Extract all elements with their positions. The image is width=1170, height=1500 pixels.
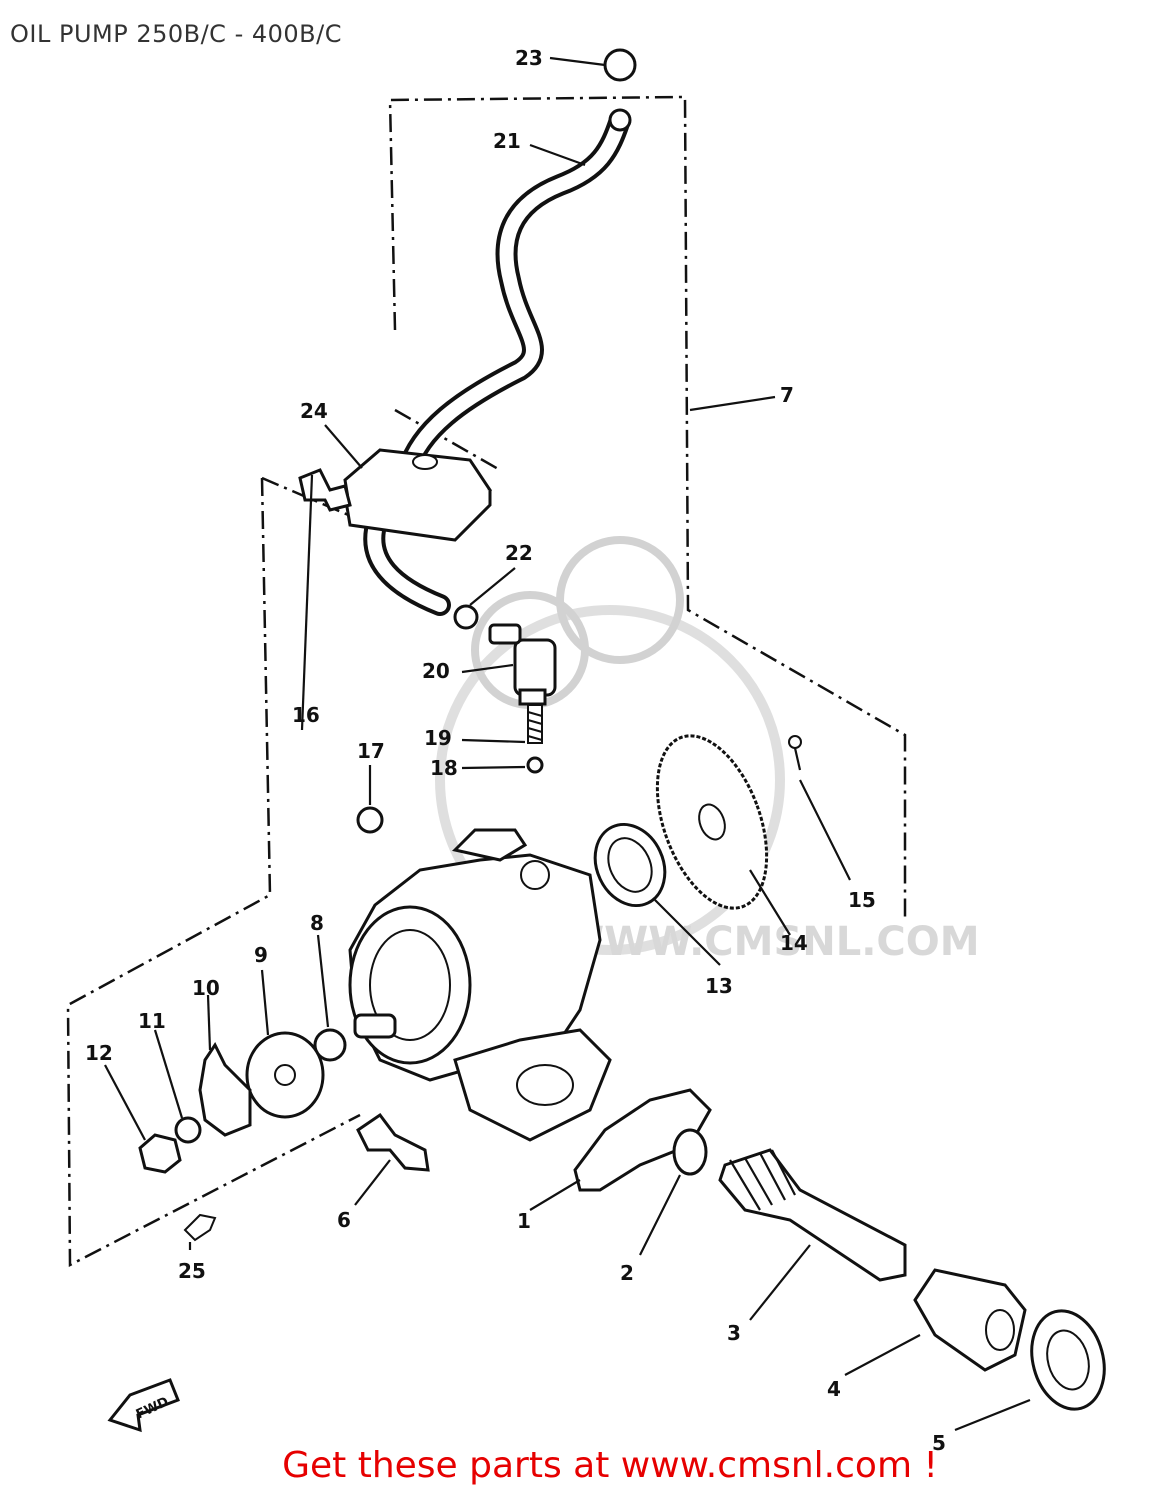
part-14-gear bbox=[655, 734, 769, 910]
callout-19: 19 bbox=[424, 726, 452, 750]
oil-pipe bbox=[363, 109, 631, 616]
callout-3: 3 bbox=[727, 1321, 741, 1345]
callout-5: 5 bbox=[932, 1431, 946, 1455]
callout-1: 1 bbox=[517, 1209, 531, 1233]
part-17-washer bbox=[356, 806, 384, 834]
watermark-text: WWW.CMSNL.COM bbox=[560, 919, 980, 965]
assembly-outline-mid bbox=[261, 476, 361, 522]
leader-lines bbox=[104, 56, 1031, 1432]
callout-20: 20 bbox=[422, 659, 450, 683]
part-13-oil-seal bbox=[593, 822, 667, 908]
callout-8: 8 bbox=[310, 911, 324, 935]
callout-18: 18 bbox=[430, 756, 458, 780]
part-24-grommet bbox=[343, 448, 493, 542]
pump-body bbox=[348, 828, 612, 1142]
callout-25: 25 bbox=[178, 1259, 206, 1283]
callout-23: 23 bbox=[515, 46, 543, 70]
part-3-pump-shaft bbox=[718, 1148, 907, 1282]
callout-11: 11 bbox=[138, 1009, 166, 1033]
callout-22: 22 bbox=[505, 541, 533, 565]
part-10-lever bbox=[198, 1042, 252, 1137]
callout-2: 2 bbox=[620, 1261, 634, 1285]
part-19-spring bbox=[527, 704, 543, 744]
callout-13: 13 bbox=[705, 974, 733, 998]
callout-15: 15 bbox=[848, 888, 876, 912]
part-25-clip bbox=[183, 1213, 217, 1242]
part-22-washer bbox=[453, 604, 479, 630]
part-15-pin bbox=[788, 735, 802, 771]
part-4-bushing bbox=[913, 1268, 1027, 1372]
part-5-bearing bbox=[1030, 1309, 1106, 1411]
callout-7: 7 bbox=[780, 383, 794, 407]
callout-24: 24 bbox=[300, 399, 328, 423]
callout-labels: 1 2 3 4 5 6 7 8 9 10 11 12 13 14 15 16 1… bbox=[85, 46, 946, 1455]
callout-21: 21 bbox=[493, 129, 521, 153]
part-23-banjo-bolt bbox=[603, 48, 637, 132]
callout-6: 6 bbox=[337, 1208, 351, 1232]
assembly-outline-lower bbox=[66, 408, 501, 1268]
diagram-title: OIL PUMP 250B/C - 400B/C bbox=[10, 20, 342, 48]
callout-9: 9 bbox=[254, 943, 268, 967]
callout-17: 17 bbox=[357, 739, 385, 763]
fwd-arrow-icon: FWD bbox=[107, 1378, 180, 1433]
part-12-nut bbox=[138, 1133, 182, 1174]
callout-4: 4 bbox=[827, 1377, 841, 1401]
part-9-hole bbox=[274, 1064, 296, 1086]
callout-10: 10 bbox=[192, 976, 220, 1000]
part-11-washer bbox=[174, 1116, 202, 1144]
callout-16: 16 bbox=[292, 703, 320, 727]
part-6-bolt bbox=[356, 1112, 430, 1172]
part-2-o-ring bbox=[672, 1128, 708, 1176]
callout-12: 12 bbox=[85, 1041, 113, 1065]
part-8-washer bbox=[313, 1028, 347, 1062]
assembly-outline-upper bbox=[388, 95, 907, 920]
part-1-gasket bbox=[573, 1088, 712, 1192]
footer-text: Get these parts at www.cmsnl.com ! bbox=[282, 1445, 938, 1486]
footer-promo-text: Get these parts at www.cmsnl.com ! bbox=[0, 1445, 1170, 1486]
callout-14: 14 bbox=[780, 931, 808, 955]
part-18-ball bbox=[526, 756, 544, 774]
parts-diagram: WWW.CMSNL.COM bbox=[66, 46, 1106, 1455]
